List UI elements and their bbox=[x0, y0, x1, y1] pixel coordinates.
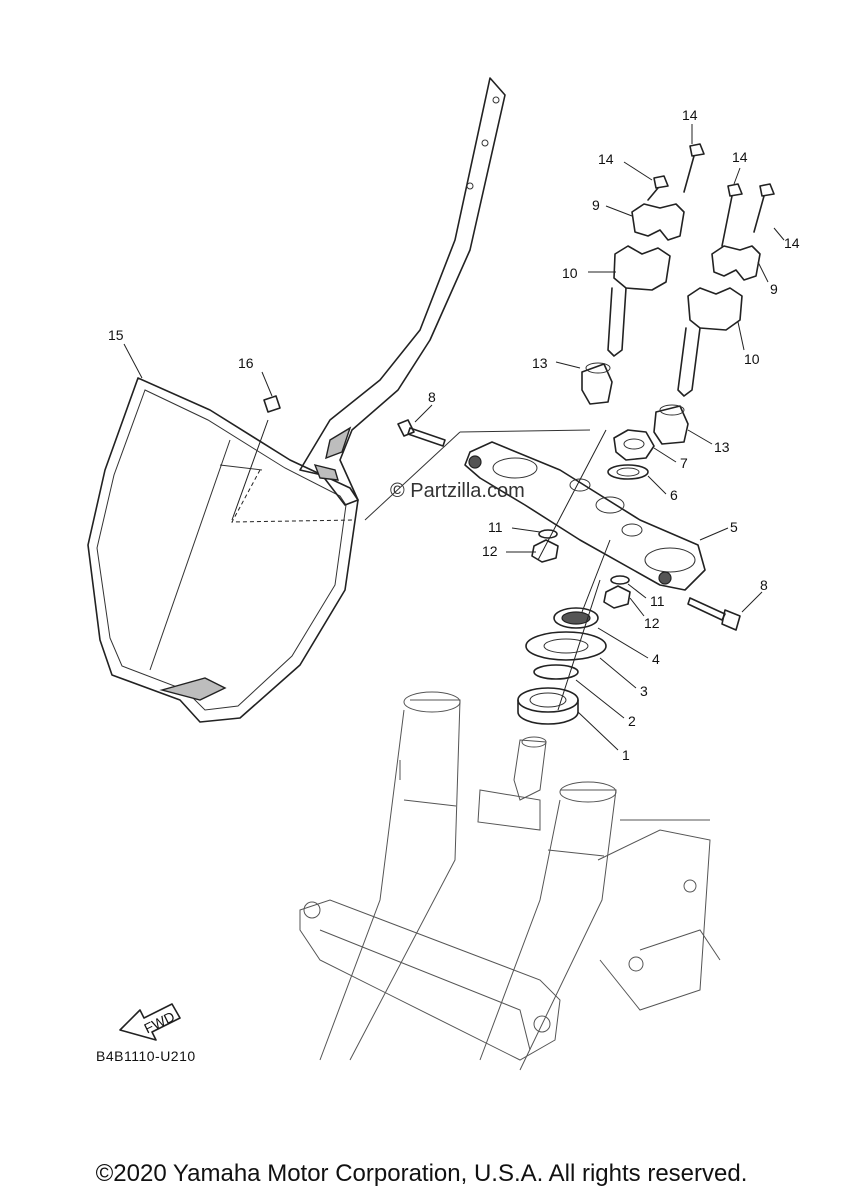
fwd-label: FWD bbox=[141, 1008, 177, 1036]
callout-16: 16 bbox=[238, 355, 254, 371]
callout-9a: 9 bbox=[592, 197, 600, 213]
callout-13a: 13 bbox=[532, 355, 548, 371]
callout-1: 1 bbox=[622, 747, 630, 763]
callout-6: 6 bbox=[670, 487, 678, 503]
callout-3: 3 bbox=[640, 683, 648, 699]
nut-washer bbox=[607, 429, 655, 480]
callout-5: 5 bbox=[730, 519, 738, 535]
callout-10a: 10 bbox=[562, 265, 578, 281]
callout-13b: 13 bbox=[714, 439, 730, 455]
callout-14c: 14 bbox=[732, 149, 748, 165]
fwd-arrow-icon: FWD bbox=[119, 1003, 181, 1041]
bolt-8-lower bbox=[687, 591, 763, 631]
callout-leaders bbox=[123, 124, 785, 751]
callout-7: 7 bbox=[680, 455, 688, 471]
callout-2: 2 bbox=[628, 713, 636, 729]
callout-14a: 14 bbox=[598, 151, 614, 167]
callout-11a: 11 bbox=[488, 519, 503, 535]
number-plate bbox=[87, 377, 359, 723]
copyright-notice: ©2020 Yamaha Motor Corporation, U.S.A. A… bbox=[95, 1160, 748, 1187]
plate-strap bbox=[299, 77, 506, 506]
callout-8b: 8 bbox=[760, 577, 768, 593]
callout-12b: 12 bbox=[644, 615, 660, 631]
bolt-16 bbox=[231, 371, 281, 521]
bolt-8-upper bbox=[397, 404, 446, 447]
holder-right bbox=[653, 183, 775, 445]
callout-numbers: 1 2 3 4 5 6 7 8 8 9 9 10 10 11 11 12 12 … bbox=[108, 107, 800, 763]
steering-bearings bbox=[517, 429, 611, 725]
small-fasteners bbox=[531, 529, 631, 609]
callout-10b: 10 bbox=[744, 351, 760, 367]
holder-left bbox=[581, 143, 705, 405]
callout-11b: 11 bbox=[650, 593, 665, 609]
callout-14b: 14 bbox=[682, 107, 698, 123]
callout-8a: 8 bbox=[428, 389, 436, 405]
upper-bracket bbox=[364, 429, 706, 591]
watermark: © Partzilla.com bbox=[390, 480, 525, 502]
callout-9b: 9 bbox=[770, 281, 778, 297]
reference-code: B4B1110-U210 bbox=[96, 1048, 196, 1064]
callout-15: 15 bbox=[108, 327, 124, 343]
callout-4: 4 bbox=[652, 651, 660, 667]
fork-assembly bbox=[299, 691, 721, 1071]
callout-14d: 14 bbox=[784, 235, 800, 251]
callout-12a: 12 bbox=[482, 543, 498, 559]
